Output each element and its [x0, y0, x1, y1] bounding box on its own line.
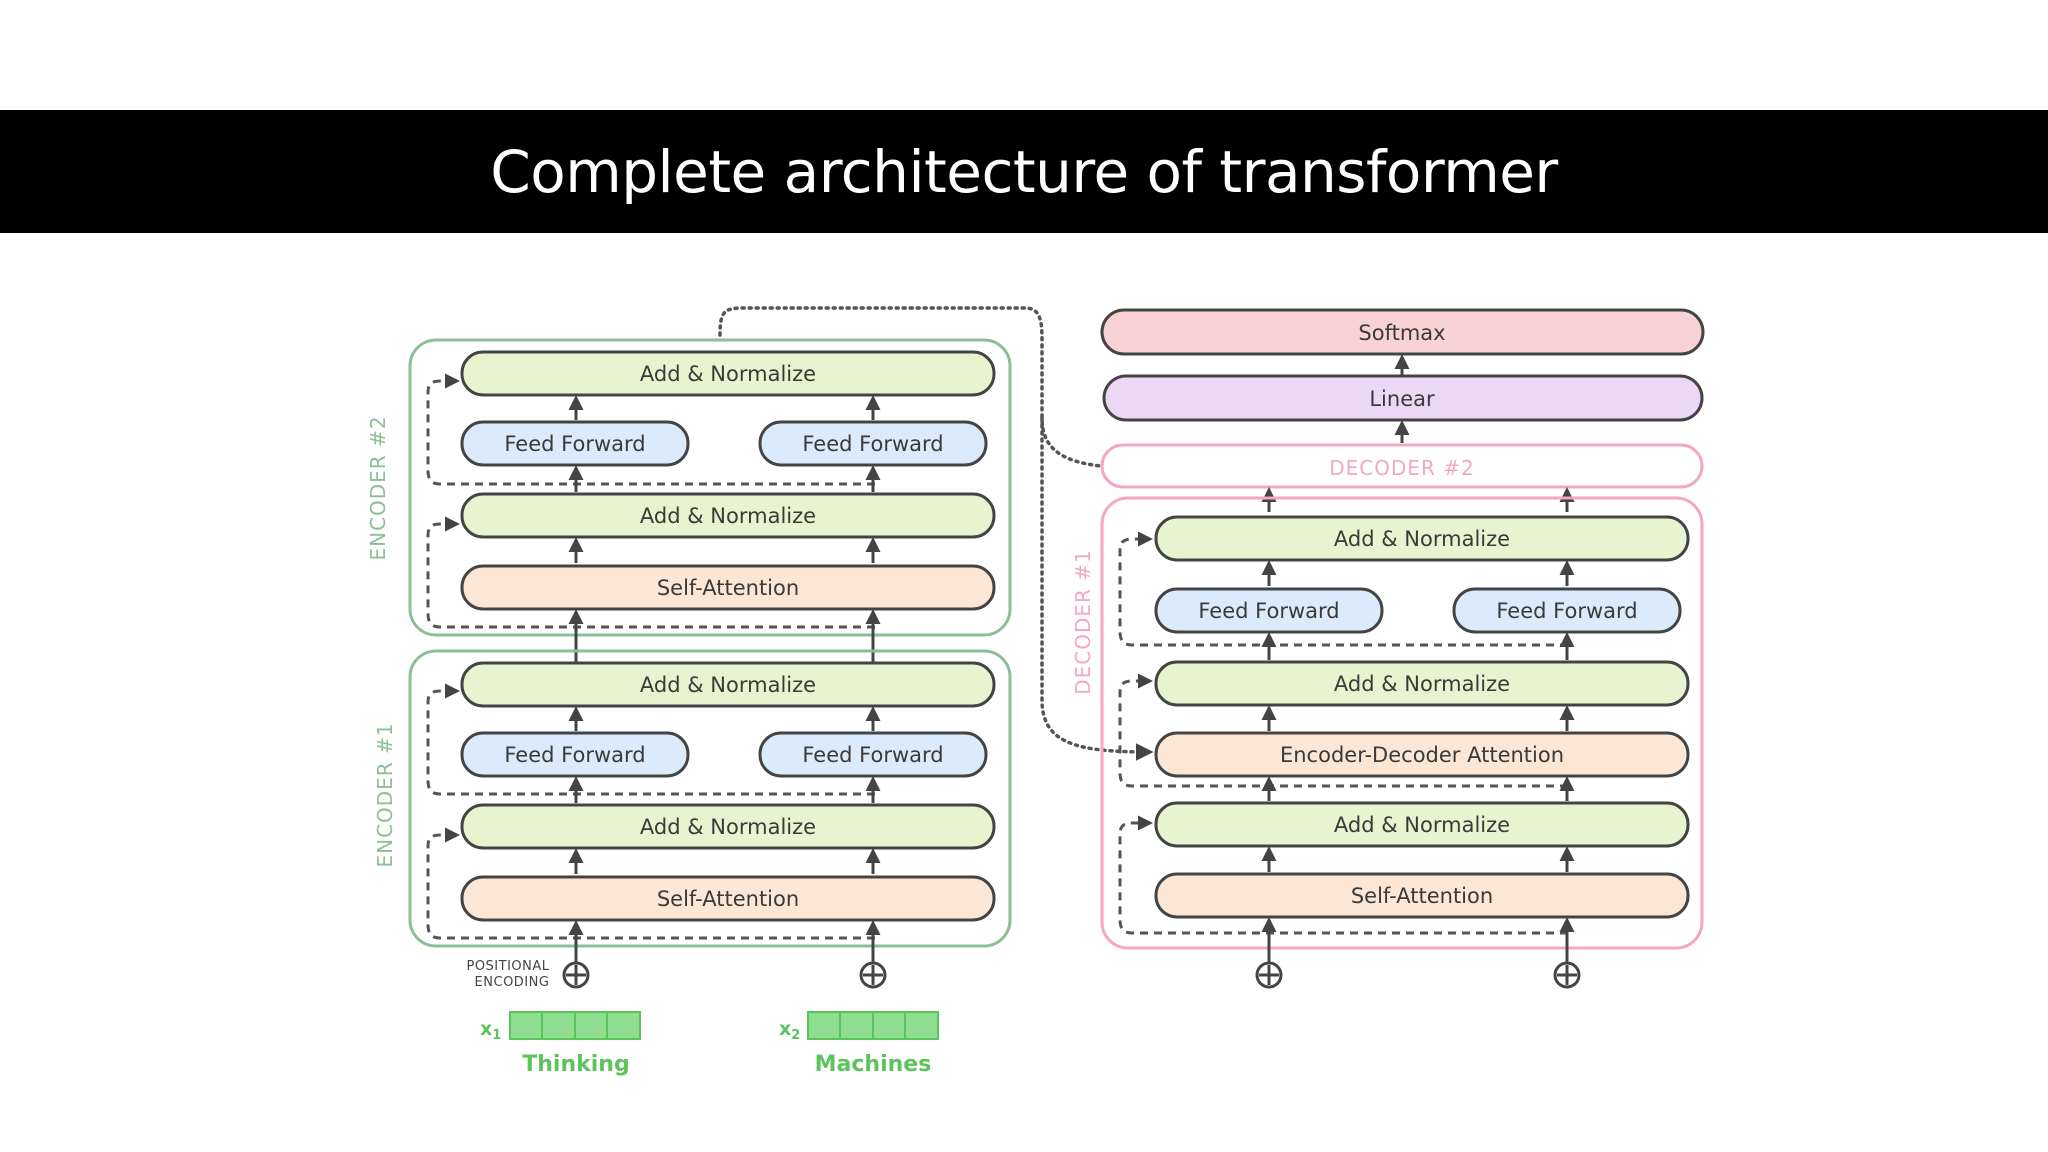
encoder-output-connector [718, 306, 1149, 477]
decoder1-add-normalize-bottom-label: Add & Normalize [1334, 813, 1510, 837]
softmax-label: Softmax [1358, 321, 1445, 345]
decoder1-add-normalize-bottom [1154, 801, 1690, 848]
x2-label: x2 [779, 1018, 800, 1043]
positional-encoding-add-left-icon [562, 961, 590, 989]
x2-embedding-vector [807, 1011, 939, 1040]
encoder1-add-normalize-top-label: Add & Normalize [640, 673, 816, 697]
encoder2-feed-forward-left-label: Feed Forward [504, 432, 645, 456]
decoder2-label: DECODER #2 [1329, 456, 1475, 480]
encoder1-self-attention [460, 875, 996, 922]
encoder2-add-normalize-bottom [460, 492, 996, 539]
decoder1-add-normalize-mid [1154, 660, 1690, 707]
decoder1-encoder-decoder-attention-label: Encoder-Decoder Attention [1280, 743, 1564, 767]
decoder1-self-attention-label: Self-Attention [1351, 884, 1493, 908]
encoder1-container [408, 649, 1012, 948]
positional-encoding-add-right-icon [859, 961, 887, 989]
encoder2-container [408, 338, 1012, 637]
decoder1-add-normalize-top [1154, 515, 1690, 562]
word-thinking: Thinking [522, 1052, 629, 1077]
x1-label: x1 [480, 1018, 501, 1043]
decoder1-feed-forward-right-label: Feed Forward [1496, 599, 1637, 623]
decoder1-label: DECODER #1 [1071, 549, 1095, 695]
encoder1-label: ENCODER #1 [373, 722, 397, 867]
title-bar: Complete architecture of transformer [0, 110, 2048, 233]
decoder1-add-normalize-top-label: Add & Normalize [1334, 527, 1510, 551]
x1-embedding-vector [509, 1011, 641, 1040]
encoder2-add-normalize-bottom-label: Add & Normalize [640, 504, 816, 528]
encoder1-residual-bottom [426, 827, 875, 940]
decoder-positional-add-left-icon [1255, 961, 1283, 989]
decoder1-encoder-decoder-attention [1154, 731, 1690, 778]
encoder2-self-attention [460, 564, 996, 611]
encoder1-add-normalize-top [460, 661, 996, 708]
encoder1-feed-forward-right-label: Feed Forward [802, 743, 943, 767]
encoder1-add-normalize-bottom [460, 803, 996, 850]
encoder1-add-normalize-bottom-label: Add & Normalize [640, 815, 816, 839]
encoder1-feed-forward-left-label: Feed Forward [504, 743, 645, 767]
encoder2-feed-forward-right-label: Feed Forward [802, 432, 943, 456]
positional-encoding-label-line2: ENCODING [475, 975, 550, 990]
word-machines: Machines [815, 1052, 932, 1077]
encoder-decoder-attention-connector [1040, 416, 1154, 761]
decoder-positional-add-right-icon [1553, 961, 1581, 989]
encoder2-label: ENCODER #2 [366, 415, 390, 560]
decoder1-residual-encdec [1118, 673, 1568, 788]
decoder1-add-normalize-mid-label: Add & Normalize [1334, 672, 1510, 696]
encoder2-add-normalize-top-label: Add & Normalize [640, 362, 816, 386]
encoder1-residual-top [426, 683, 875, 796]
decoder1-residual-ff [1118, 531, 1568, 647]
linear-label: Linear [1369, 387, 1435, 411]
encoder2-residual-bottom [426, 516, 875, 629]
decoder1-feed-forward-left-label: Feed Forward [1198, 599, 1339, 623]
decoder1-container [1100, 496, 1704, 950]
decoder2-box [1100, 443, 1704, 489]
slide-title: Complete architecture of transformer [490, 137, 1558, 206]
encoder2-self-attention-label: Self-Attention [657, 576, 799, 600]
decoder1-residual-self [1118, 815, 1568, 935]
encoder2-add-normalize-top [460, 350, 996, 397]
positional-encoding-label-line1: POSITIONAL [466, 959, 549, 974]
encoder1-self-attention-label: Self-Attention [657, 887, 799, 911]
encoder2-residual-top [426, 373, 875, 486]
decoder1-self-attention [1154, 872, 1690, 919]
